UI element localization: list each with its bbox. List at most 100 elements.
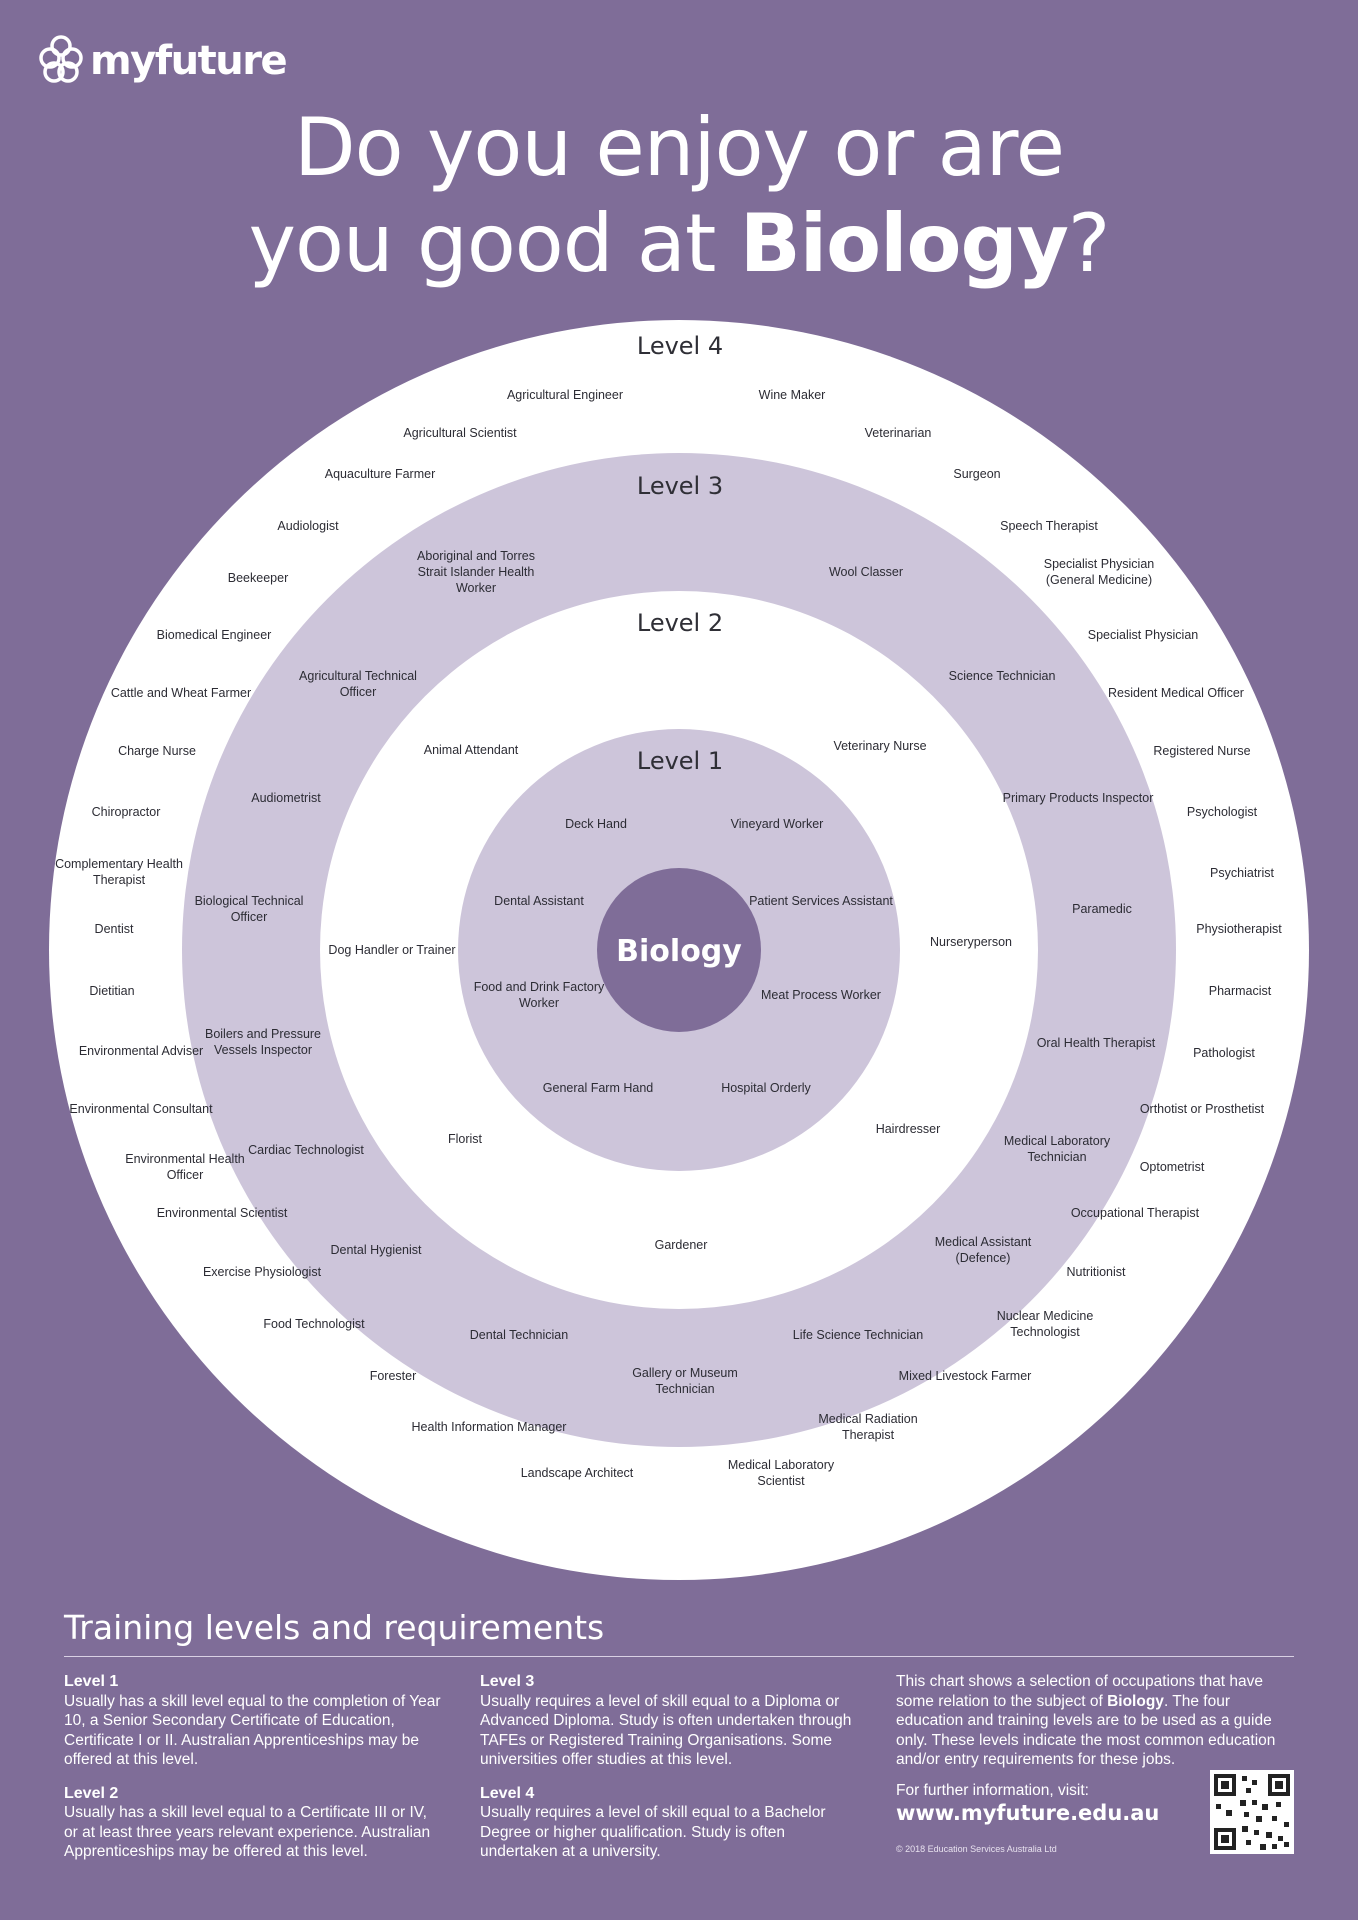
level-1-description: Usually has a skill level equal to the c… (64, 1692, 441, 1769)
level4-occupation: Aquaculture Farmer (325, 467, 435, 481)
level-4-heading: Level 4 (480, 1784, 535, 1802)
level3-occupation: Dental Technician (470, 1328, 568, 1342)
level3-occupation: Audiometrist (251, 791, 321, 805)
knot-logo-icon (39, 35, 83, 83)
level4-occupation: Environmental Scientist (157, 1206, 288, 1220)
level4-occupation: Cattle and Wheat Farmer (111, 686, 251, 700)
qr-code-icon (1210, 1770, 1294, 1854)
level3-occupation: Life Science Technician (793, 1328, 923, 1342)
level4-occupation: Specialist Physician(General Medicine) (1044, 557, 1155, 587)
level4-occupation: Occupational Therapist (1071, 1206, 1200, 1220)
level4-occupation: Environmental Consultant (69, 1102, 213, 1116)
level4-occupation: Psychiatrist (1210, 866, 1274, 880)
level4-occupation: Audiologist (277, 519, 339, 533)
level4-occupation: Registered Nurse (1153, 744, 1250, 758)
level4-occupation: Psychologist (1187, 805, 1258, 819)
level4-occupation: Agricultural Scientist (403, 426, 517, 440)
level4-occupation: Charge Nurse (118, 744, 196, 758)
level-3-heading: Level 3 (480, 1673, 535, 1690)
level4-occupation: Pathologist (1193, 1046, 1255, 1060)
level1-occupation: Hospital Orderly (721, 1081, 811, 1095)
level3-occupation: Cardiac Technologist (248, 1143, 364, 1157)
level3-occupation: Science Technician (949, 669, 1056, 683)
level4-occupation: Mixed Livestock Farmer (899, 1369, 1032, 1383)
level3-occupation: Oral Health Therapist (1037, 1036, 1156, 1050)
level-2-title: Level 2 (637, 609, 723, 637)
level4-occupation: Chiropractor (92, 805, 161, 819)
footer-column-2: Level 3 Usually requires a level of skil… (480, 1672, 860, 1876)
level4-occupation: Health Information Manager (412, 1420, 567, 1434)
level-3-description: Usually requires a level of skill equal … (480, 1692, 852, 1769)
level4-occupation: Veterinarian (865, 426, 932, 440)
level1-occupation: Patient Services Assistant (749, 894, 893, 908)
level3-occupation: Primary Products Inspector (1003, 791, 1154, 805)
visit-label: For further information, visit: (896, 1782, 1089, 1799)
level2-occupation: Hairdresser (876, 1122, 941, 1136)
level1-occupation: Dental Assistant (494, 894, 584, 908)
level4-occupation: Landscape Architect (521, 1466, 634, 1480)
level1-occupation: General Farm Hand (543, 1081, 654, 1095)
headline-subject: Biology (739, 197, 1069, 290)
level4-occupation: Optometrist (1140, 1160, 1205, 1174)
level4-occupation: Environmental Adviser (79, 1044, 203, 1058)
level4-occupation: Surgeon (953, 467, 1000, 481)
level4-occupation: Biomedical Engineer (157, 628, 272, 642)
center-subject-label: Biology (616, 934, 742, 969)
level4-occupation: Specialist Physician (1088, 628, 1199, 642)
level4-occupation: Resident Medical Officer (1108, 686, 1244, 700)
level4-occupation: Forester (370, 1369, 417, 1383)
level4-occupation: Exercise Physiologist (203, 1265, 322, 1279)
level4-occupation: Beekeeper (228, 571, 288, 585)
level2-occupation: Animal Attendant (424, 743, 519, 757)
headline-line-1: Do you enjoy or are (294, 101, 1065, 194)
copyright-notice: © 2018 Education Services Australia Ltd (896, 1844, 1057, 1854)
level-3-title: Level 3 (637, 472, 723, 500)
chart-note: This chart shows a selection of occupati… (896, 1673, 1276, 1768)
level3-occupation: Dental Hygienist (330, 1243, 422, 1257)
level1-occupation: Meat Process Worker (761, 988, 881, 1002)
level2-occupation: Florist (448, 1132, 483, 1146)
myfuture-logo: myfuture (38, 34, 288, 88)
level2-occupation: Gardener (655, 1238, 708, 1252)
level1-occupation: Deck Hand (565, 817, 627, 831)
brand-name: myfuture (90, 38, 288, 84)
headline-line-2: you good at Biology? (248, 197, 1111, 290)
level2-occupation: Nurseryperson (930, 935, 1012, 949)
level4-occupation: Speech Therapist (1000, 519, 1098, 533)
level4-occupation: Orthotist or Prosthetist (1140, 1102, 1265, 1116)
level-1-title: Level 1 (637, 747, 723, 775)
level4-occupation: Dentist (95, 922, 134, 936)
footer-divider (64, 1656, 1294, 1657)
level3-occupation: Wool Classer (829, 565, 903, 579)
level2-occupation: Dog Handler or Trainer (328, 943, 455, 957)
level-4-title: Level 4 (637, 332, 723, 360)
footer-title: Training levels and requirements (64, 1608, 605, 1647)
level2-occupation: Veterinary Nurse (833, 739, 926, 753)
level4-occupation: Pharmacist (1209, 984, 1272, 998)
center-circle (597, 868, 761, 1032)
level3-occupation: Paramedic (1072, 902, 1132, 916)
level4-occupation: Nutritionist (1066, 1265, 1126, 1279)
level4-occupation: Agricultural Engineer (507, 388, 623, 402)
page-headline: Do you enjoy or are you good at Biology? (0, 100, 1358, 292)
level-1-heading: Level 1 (64, 1673, 119, 1690)
website-link[interactable]: www.myfuture.edu.au (896, 1801, 1160, 1825)
level-4-description: Usually requires a level of skill equal … (480, 1804, 826, 1860)
level4-occupation: Physiotherapist (1196, 922, 1282, 936)
footer-column-1: Level 1 Usually has a skill level equal … (64, 1672, 444, 1876)
level-2-heading: Level 2 (64, 1784, 119, 1802)
